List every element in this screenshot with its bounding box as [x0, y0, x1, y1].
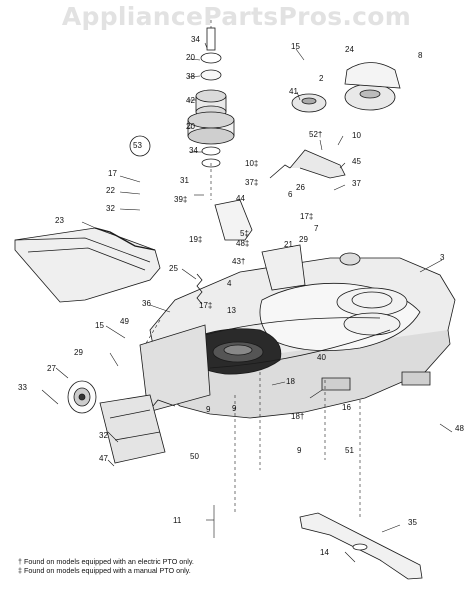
- callout-32-bottom: 32: [99, 431, 108, 440]
- callout-14: 14: [320, 548, 329, 557]
- callout-circle: [129, 135, 151, 157]
- callout-52: 52†: [309, 130, 323, 139]
- callout-9-bottom: 9: [297, 446, 302, 455]
- footnote-manual-pto: ‡ Found on models equipped with a manual…: [18, 566, 191, 575]
- callout-53: 53: [133, 141, 142, 150]
- callout-8: 8: [418, 51, 423, 60]
- callout-39: 39‡: [174, 195, 188, 204]
- idler-arm: [269, 149, 346, 179]
- callout-36: 36: [142, 299, 151, 308]
- callout-29-left: 29: [74, 348, 83, 357]
- callout-22: 22: [106, 186, 115, 195]
- gauge-wheel: [67, 380, 166, 464]
- pto-bracket: [214, 199, 361, 291]
- callout-48-right: 48: [455, 424, 464, 433]
- engine-pulley-stack: [187, 27, 235, 168]
- callout-48-mid: 48‡: [236, 239, 250, 248]
- callout-9-left: 9: [232, 404, 237, 413]
- callout-20-top: 20: [186, 53, 195, 62]
- callout-41: 41: [289, 87, 298, 96]
- footnote-electric-pto: † Found on models equipped with an elect…: [18, 557, 194, 566]
- callout-17-right: 17‡: [300, 212, 314, 221]
- idler-pulleys: [291, 62, 401, 113]
- callout-17-lower: 17‡: [199, 301, 213, 310]
- discharge-chute: [14, 227, 161, 303]
- callout-38: 38: [186, 72, 195, 81]
- callout-23: 23: [55, 216, 64, 225]
- callout-27: 27: [47, 364, 56, 373]
- callout-15: 15: [291, 42, 300, 51]
- callout-51: 51: [345, 446, 354, 455]
- callout-6: 6: [288, 190, 293, 199]
- callout-21: 21: [284, 240, 293, 249]
- callout-3: 3: [440, 253, 445, 262]
- callout-20-mid: 20: [186, 122, 195, 131]
- callout-10-mid: 10‡: [245, 159, 259, 168]
- hardware-dashes: [144, 20, 361, 520]
- callout-13: 13: [227, 306, 236, 315]
- callout-11: 11: [173, 516, 182, 525]
- callout-32-top: 32: [106, 204, 115, 213]
- callout-49: 49: [120, 317, 129, 326]
- callout-37-mid: 37‡: [245, 178, 259, 187]
- spring: [196, 273, 203, 305]
- callout-34-top: 34: [191, 35, 200, 44]
- callout-17-left: 17: [108, 169, 117, 178]
- mower-blade: [299, 512, 423, 580]
- callout-5: 5‡: [240, 229, 249, 238]
- callout-2: 2: [319, 74, 324, 83]
- callout-7: 7: [314, 224, 319, 233]
- callout-42: 42: [186, 96, 195, 105]
- callout-25: 25: [169, 264, 178, 273]
- callout-44: 44: [236, 194, 245, 203]
- callout-19: 19‡: [189, 235, 203, 244]
- leader-lines: [41, 42, 453, 563]
- watermark: AppliancePartsPros.com: [61, 2, 412, 31]
- callout-34-mid: 34: [189, 146, 198, 155]
- callout-24: 24: [345, 45, 354, 54]
- callout-18-top: 18: [286, 377, 295, 386]
- callout-15-left: 15: [95, 321, 104, 330]
- callout-18-bottom: 18†: [291, 412, 305, 421]
- callout-16: 16: [342, 403, 351, 412]
- callout-50: 50: [190, 452, 199, 461]
- callout-37-right: 37: [352, 179, 361, 188]
- callout-45: 45: [352, 157, 361, 166]
- callout-26: 26: [296, 183, 305, 192]
- callout-10-right: 10: [352, 131, 361, 140]
- callout-9-lower: 9: [206, 405, 211, 414]
- callout-43: 43†: [232, 257, 246, 266]
- callout-29-right: 29: [299, 235, 308, 244]
- callout-33: 33: [18, 383, 27, 392]
- callout-40: 40: [317, 353, 326, 362]
- callout-4: 4: [227, 279, 232, 288]
- callout-47: 47: [99, 454, 108, 463]
- deck-housing: [149, 257, 456, 419]
- callout-35: 35: [408, 518, 417, 527]
- callout-31: 31: [180, 176, 189, 185]
